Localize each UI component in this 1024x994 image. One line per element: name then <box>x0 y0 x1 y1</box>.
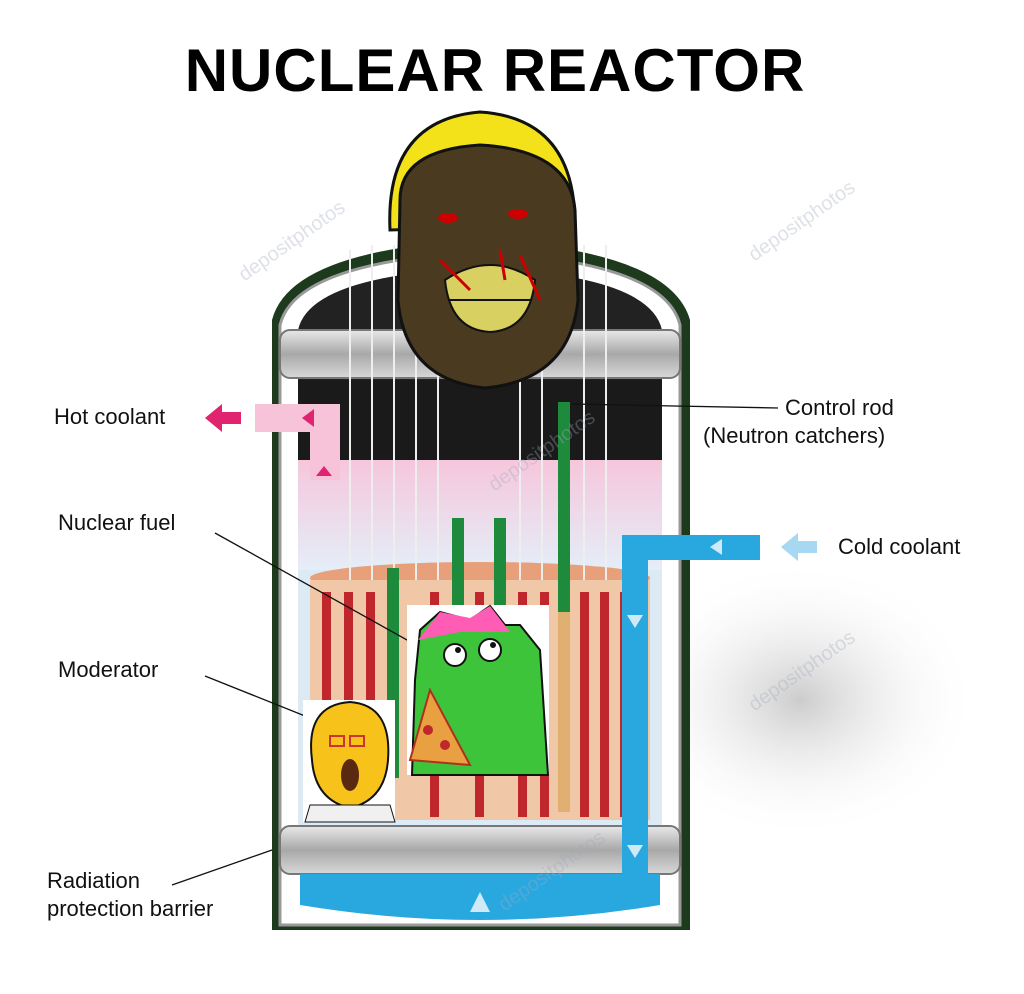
hot-coolant-pipe <box>205 404 340 480</box>
label-moderator: Moderator <box>58 657 159 682</box>
label-cold-coolant: Cold coolant <box>838 534 961 559</box>
cold-coolant-pipe <box>622 533 817 880</box>
yellow-wojak-character <box>303 700 396 823</box>
control-rods <box>387 402 570 812</box>
label-control-rod-sub: (Neutron catchers) <box>703 423 886 448</box>
brown-face-character <box>388 110 580 390</box>
label-radiation: Radiation <box>47 868 140 893</box>
diagram-title: NUCLEAR REACTOR <box>184 37 806 104</box>
hot-coolant-arrow <box>205 404 241 432</box>
shadow <box>620 560 980 840</box>
green-creature-character <box>407 604 550 776</box>
label-hot-coolant: Hot coolant <box>54 404 166 429</box>
label-control-rod: Control rod <box>785 395 894 420</box>
label-nuclear-fuel: Nuclear fuel <box>58 510 176 535</box>
leader-lines <box>171 403 779 886</box>
cold-coolant-arrow <box>781 533 817 561</box>
label-protection-barrier: protection barrier <box>47 896 214 921</box>
